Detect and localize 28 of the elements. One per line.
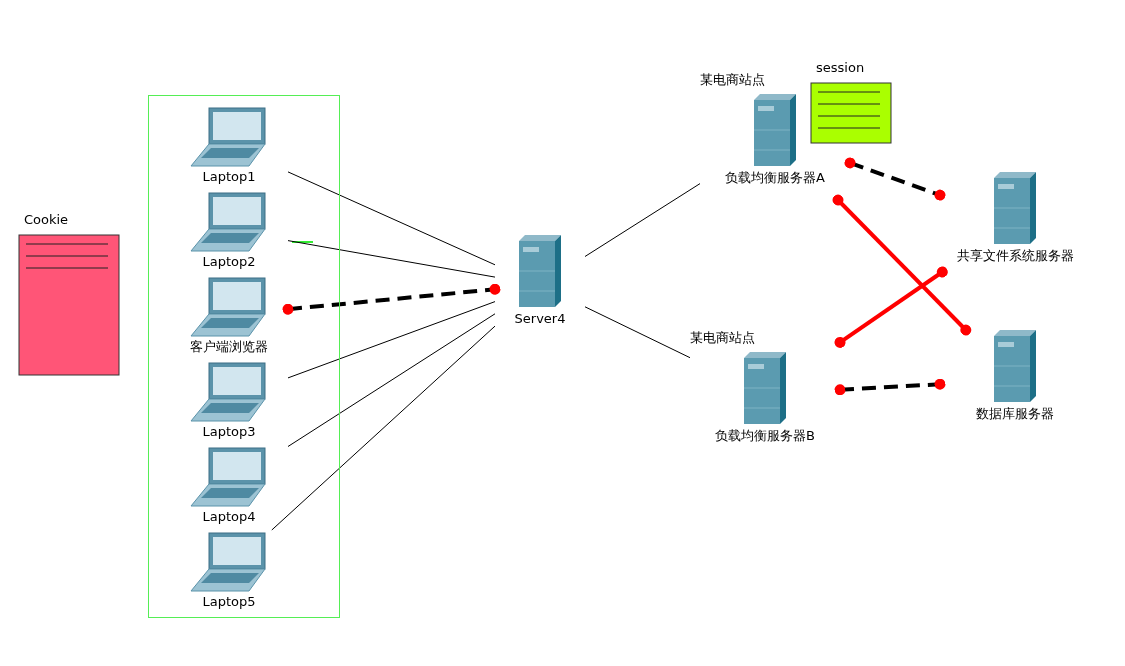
note-heading: session <box>816 60 865 76</box>
dotted-end-link <box>844 157 946 201</box>
connector <box>287 313 496 447</box>
note-heading: Cookie <box>24 212 69 228</box>
connector <box>287 171 496 266</box>
device-label: 客户端浏览器 <box>189 339 269 355</box>
device-label: Laptop4 <box>201 509 257 525</box>
server-label: 共享文件系统服务器 <box>955 248 1075 264</box>
server-label: Server4 <box>513 311 567 327</box>
group-frame <box>148 95 340 618</box>
site-label: 某电商站点 <box>700 72 765 88</box>
connector <box>287 240 496 278</box>
server-label: 负载均衡服务器B <box>714 428 816 444</box>
server-label: 数据库服务器 <box>975 406 1055 422</box>
device-label: Laptop5 <box>201 594 257 610</box>
device-label: Laptop1 <box>201 169 257 185</box>
device-label: Laptop2 <box>201 254 257 270</box>
connector <box>584 306 691 359</box>
dotted-end-link <box>834 378 946 396</box>
dotted-end-link <box>282 283 501 315</box>
device-label: Laptop3 <box>201 424 257 440</box>
connector <box>287 301 496 379</box>
site-label: 某电商站点 <box>690 330 755 346</box>
server-label: 负载均衡服务器A <box>724 170 826 186</box>
dotted-end-link <box>832 194 972 336</box>
dotted-end-link <box>834 266 948 348</box>
connector <box>584 183 701 257</box>
connector <box>271 325 496 531</box>
